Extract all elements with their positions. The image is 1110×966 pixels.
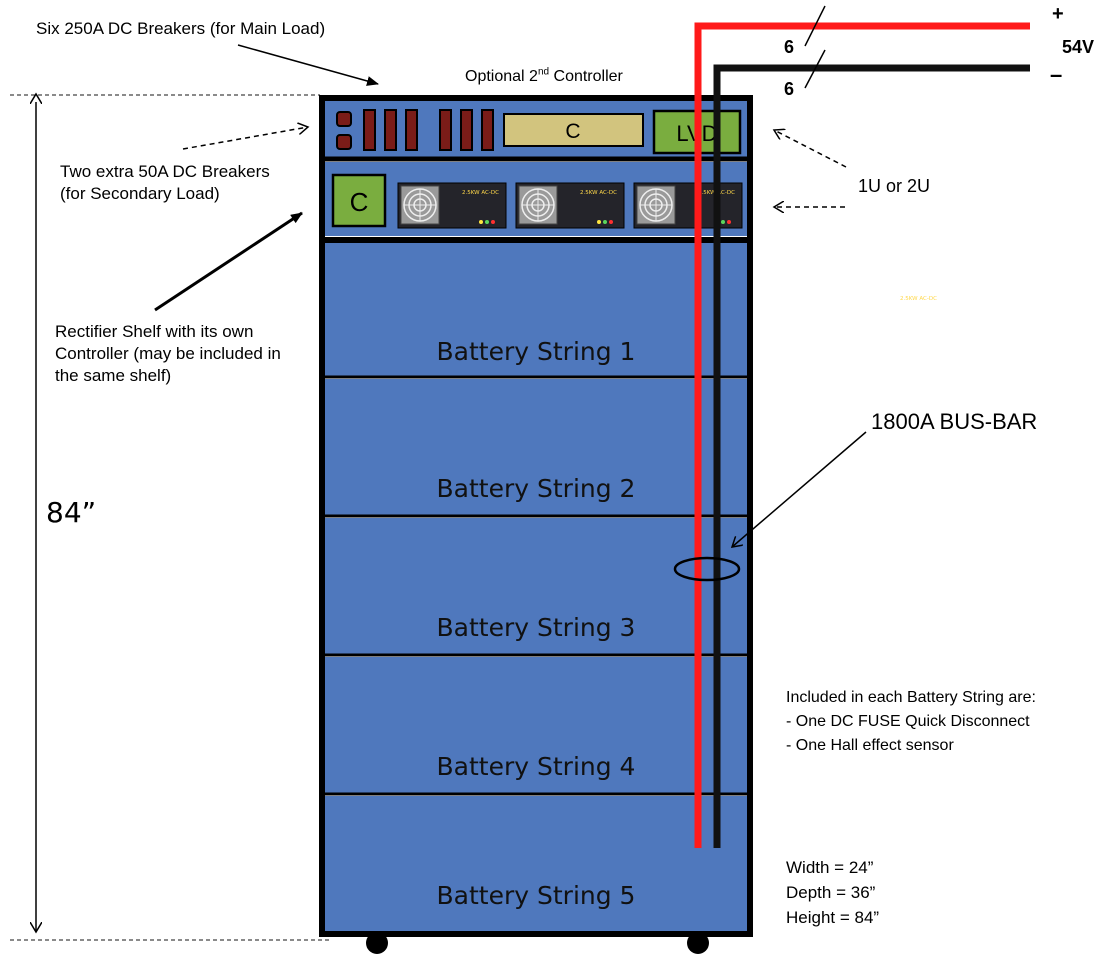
main-breaker-4 xyxy=(439,109,452,151)
caster-right xyxy=(687,932,709,954)
controller2-suffix: Controller xyxy=(549,68,623,85)
optional-controller-annotation: Optional 2nd Controller xyxy=(465,66,623,87)
battery-string-1 xyxy=(325,243,747,376)
positive-gauge-label: 6 xyxy=(784,37,795,57)
rectifier-1-label: 2.5KW AC-DC xyxy=(462,190,499,196)
rectifier-arrow xyxy=(154,211,303,312)
rack-units-annotation: 1U or 2U xyxy=(858,176,931,196)
secondary-breaker-2 xyxy=(336,134,352,150)
rack-units-arrow-top xyxy=(774,130,847,168)
controller2-prefix: Optional 2 xyxy=(465,68,538,85)
optional-controller xyxy=(503,113,644,147)
voltage-label: 54V xyxy=(1062,37,1095,57)
rectifier-line-1: Rectifier Shelf with its own xyxy=(55,322,254,341)
secondary-breaker-1 xyxy=(336,111,352,127)
stray-rectifier-label: 2.5KW AC-DC xyxy=(900,296,937,302)
negative-gauge-tick xyxy=(804,49,826,89)
rectifier-line-3: the same shelf) xyxy=(55,366,172,385)
positive-bus-bar xyxy=(694,22,1030,848)
rectifier-controller-label: C xyxy=(350,187,369,217)
controller2-sup: nd xyxy=(537,66,550,78)
rectifier-module-3: 2.5KW AC-DC xyxy=(633,182,743,229)
battery-note-1: - One DC FUSE Quick Disconnect xyxy=(786,713,1030,730)
dimension-depth: Depth = 36” xyxy=(786,883,876,902)
main-breaker-2 xyxy=(384,109,397,151)
rectifier-module-2: 2.5KW AC-DC xyxy=(515,182,625,229)
extra-breakers-line-1: Two extra 50A DC Breakers xyxy=(60,162,270,181)
optional-controller-label: C xyxy=(565,120,580,143)
battery-notes: Included in each Battery String are: - O… xyxy=(786,686,1036,758)
battery-note-2: - One Hall effect sensor xyxy=(786,737,954,754)
main-breaker-3 xyxy=(405,109,418,151)
negative-symbol: – xyxy=(1050,62,1063,87)
battery-string-5-label: Battery String 5 xyxy=(436,881,636,910)
battery-string-2-label: Battery String 2 xyxy=(436,474,636,503)
negative-bus-bar xyxy=(713,64,1030,848)
dimension-height: Height = 84” xyxy=(786,908,880,927)
busbar-annotation: 1800A BUS-BAR xyxy=(871,409,1038,434)
battery-string-4 xyxy=(325,657,747,793)
battery-notes-heading: Included in each Battery String are: xyxy=(786,689,1036,706)
rectifier-annotation: Rectifier Shelf with its own Controller … xyxy=(55,321,281,387)
main-breaker-5 xyxy=(460,109,473,151)
rectifier-line-2: Controller (may be included in xyxy=(55,344,281,363)
busbar-arrow xyxy=(732,431,867,547)
battery-string-3 xyxy=(325,518,747,654)
positive-symbol: + xyxy=(1052,3,1064,25)
rectifier-2-label: 2.5KW AC-DC xyxy=(580,190,617,196)
battery-string-1-label: Battery String 1 xyxy=(436,337,636,366)
battery-string-2 xyxy=(325,379,747,515)
main-breaker-1 xyxy=(363,109,376,151)
rectifier-controller xyxy=(331,173,387,228)
height-dimension-label: 84” xyxy=(46,496,97,529)
caster-left xyxy=(366,932,388,954)
battery-string-3-label: Battery String 3 xyxy=(436,613,636,642)
positive-gauge-tick xyxy=(804,5,826,47)
main-breaker-6 xyxy=(481,109,494,151)
cabinet-dimensions: Width = 24” Depth = 36” Height = 84” xyxy=(786,855,879,930)
extra-breakers-arrow xyxy=(182,127,308,150)
battery-string-5 xyxy=(325,796,747,931)
rectifier-module-1: 2.5KW AC-DC xyxy=(397,182,507,229)
extra-breakers-annotation: Two extra 50A DC Breakers (for Secondary… xyxy=(60,161,270,205)
main-breakers-arrow xyxy=(237,44,379,86)
main-breakers-annotation: Six 250A DC Breakers (for Main Load) xyxy=(36,19,326,38)
dimension-width: Width = 24” xyxy=(786,858,874,877)
negative-gauge-label: 6 xyxy=(784,79,795,99)
extra-breakers-line-2: (for Secondary Load) xyxy=(60,184,220,203)
battery-string-4-label: Battery String 4 xyxy=(436,752,636,781)
busbar-marker xyxy=(673,556,741,582)
